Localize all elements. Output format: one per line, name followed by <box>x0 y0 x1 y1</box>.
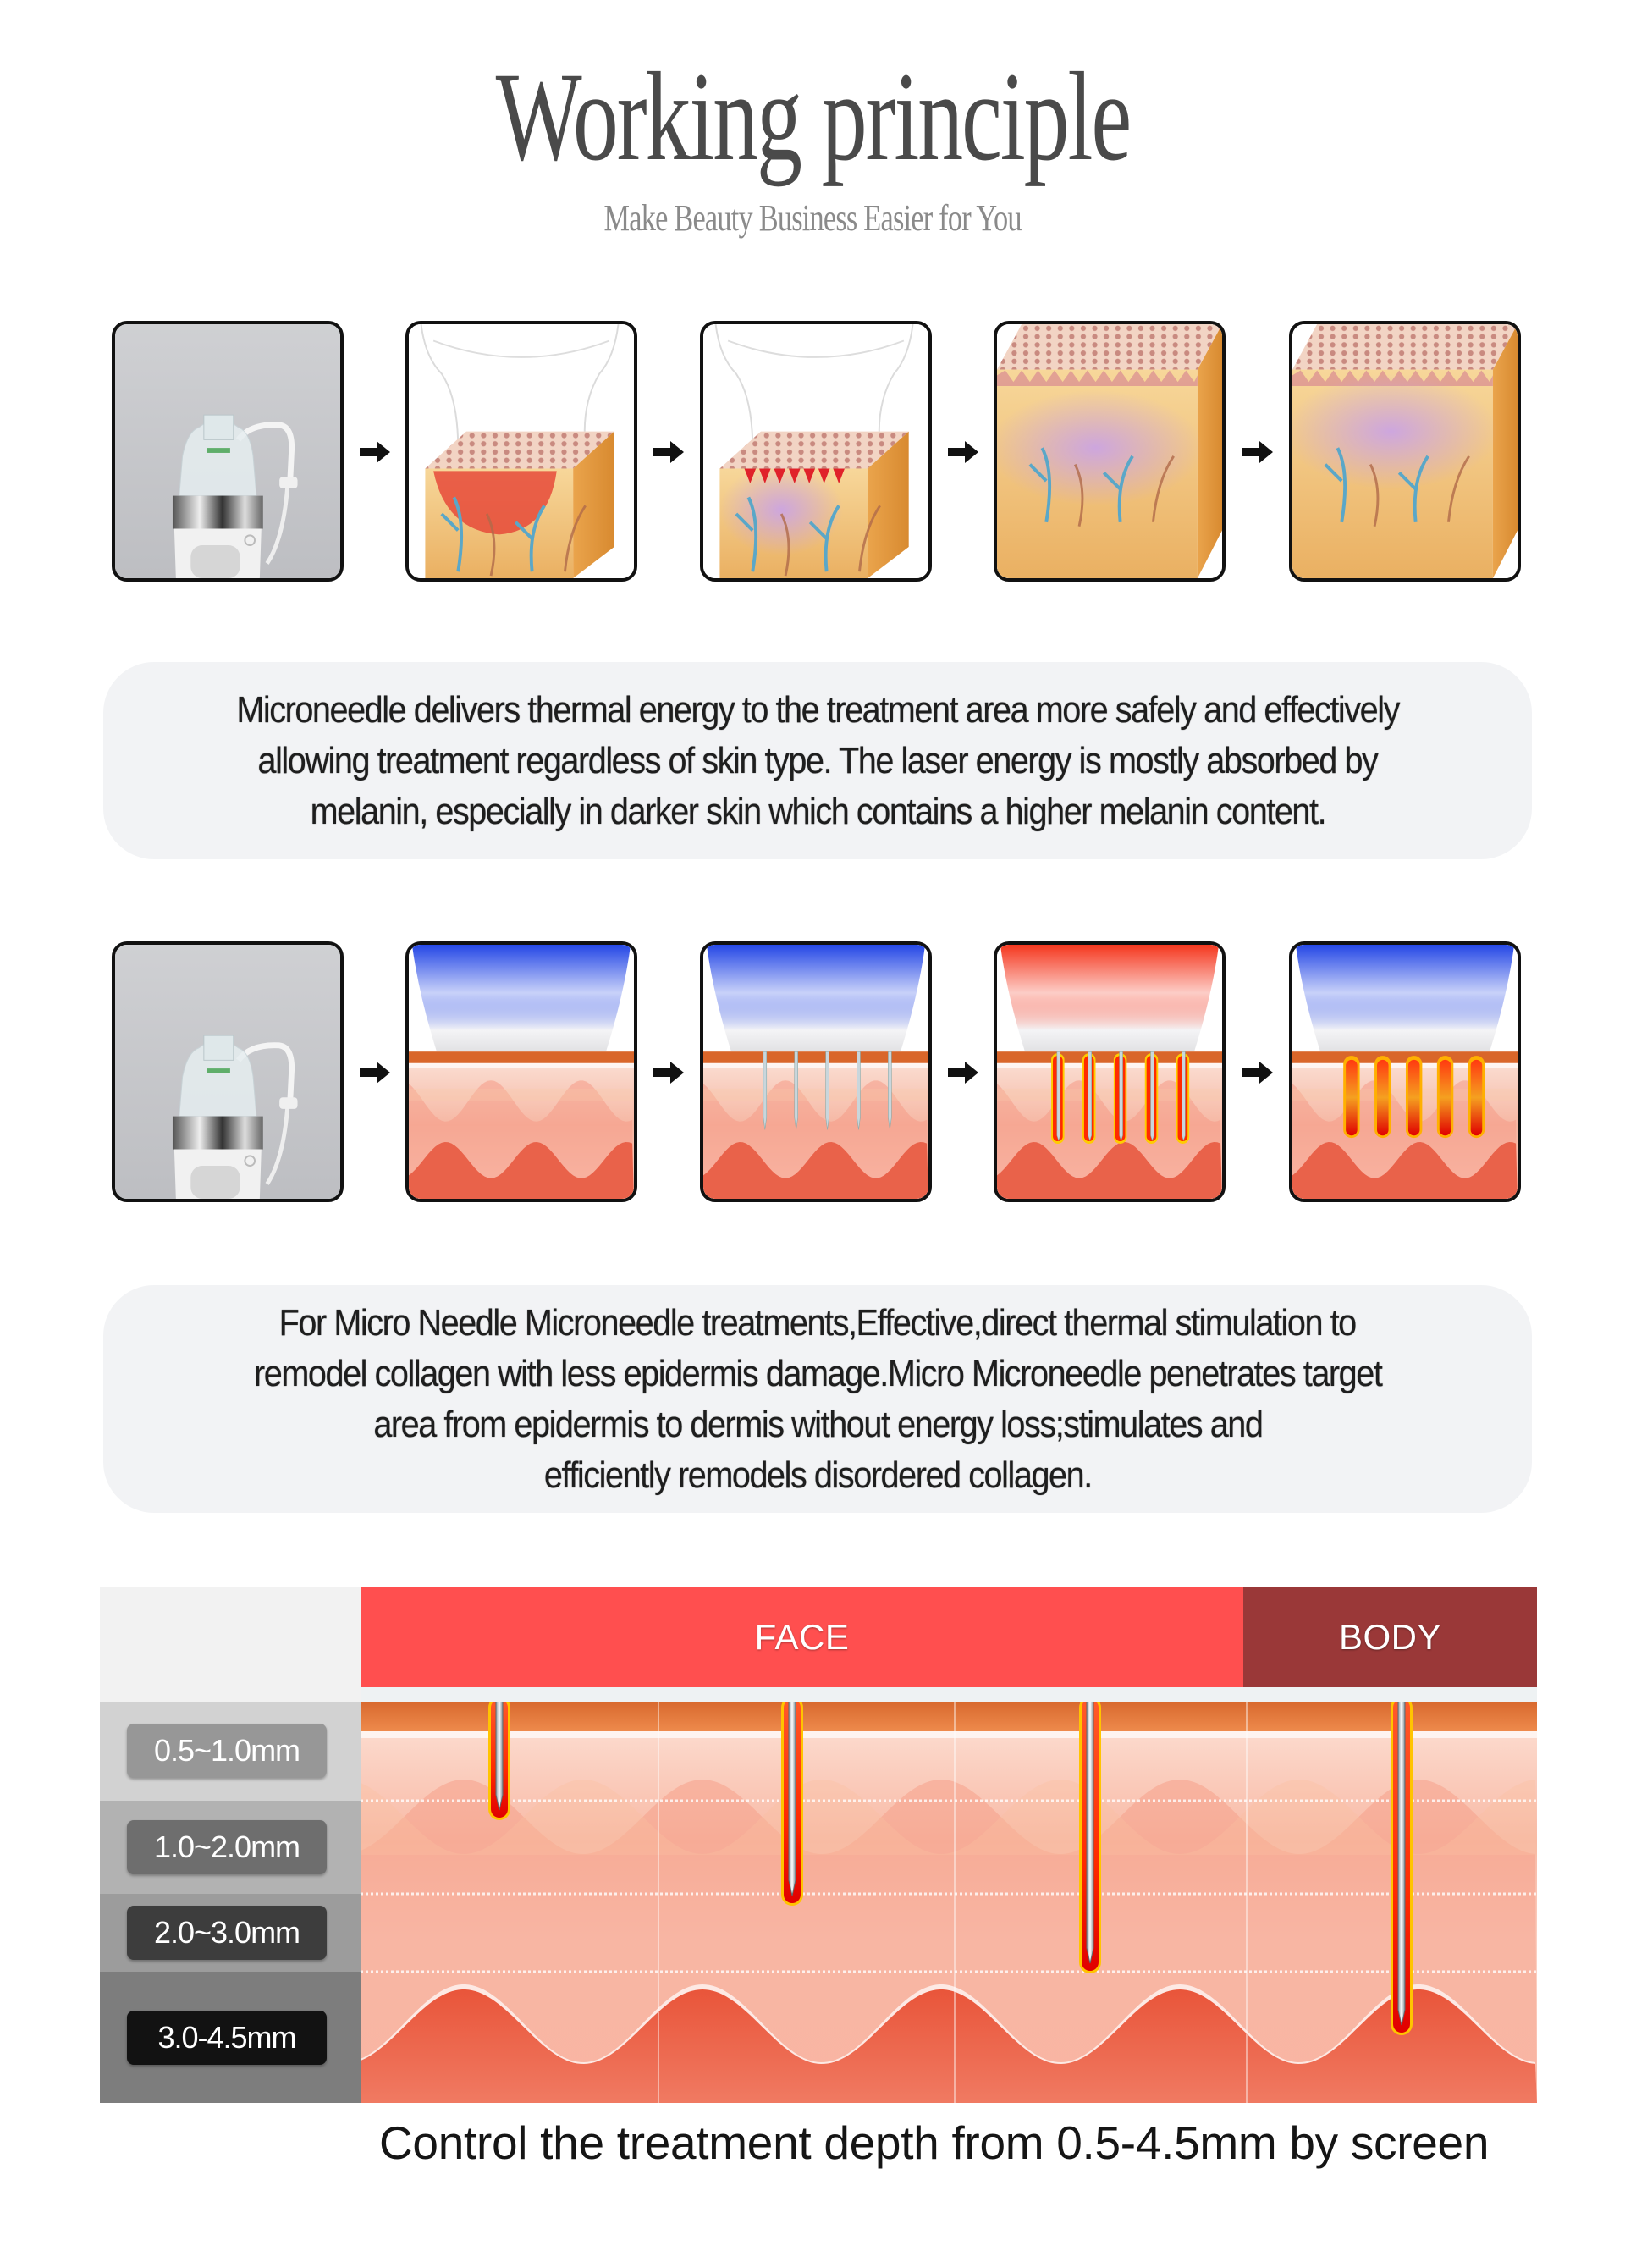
description-line: area from epidermis to dermis without en… <box>372 1403 1264 1445</box>
depth-label-2: 1.0~2.0mm <box>127 1820 327 1874</box>
depth-band-1: 0.5~1.0mm <box>100 1702 361 1801</box>
depth-legend-column: 0.5~1.0mm 1.0~2.0mm 2.0~3.0mm 3.0-4.5mm <box>100 1587 361 2103</box>
description-box-1: Microneedle delivers thermal energy to t… <box>103 662 1532 859</box>
needles-inserted-panel <box>700 941 932 1202</box>
arrow-right-icon <box>358 1060 392 1085</box>
arrow-right-icon <box>652 1060 686 1085</box>
needle <box>495 1702 504 1811</box>
needle <box>788 1702 796 1896</box>
arrow-right-icon <box>946 439 980 465</box>
arrow-right-icon <box>946 1060 980 1085</box>
epidermis-band <box>361 1702 1537 1731</box>
skin-depth-diagram <box>361 1702 1537 2103</box>
arrow-right-icon <box>358 439 392 465</box>
body-header: BODY <box>1243 1587 1537 1687</box>
device-photo-panel <box>112 941 344 1202</box>
description-line: efficiently remodels disordered collagen… <box>543 1454 1093 1496</box>
page-subtitle: Make Beauty Business Easier for You <box>0 196 1625 240</box>
needles-heating-panel <box>994 941 1226 1202</box>
thermal-columns-panel <box>1289 941 1521 1202</box>
description-box-2: For Micro Needle Microneedle treatments,… <box>103 1285 1532 1513</box>
needle <box>1397 1702 1406 2026</box>
arrow-right-icon <box>652 439 686 465</box>
depth-band-4: 3.0-4.5mm <box>100 1972 361 2103</box>
face-header: FACE <box>361 1587 1243 1687</box>
skin-heat-zone-panel <box>405 321 637 582</box>
depth-band-2: 1.0~2.0mm <box>100 1801 361 1894</box>
title-text: Working principle <box>495 47 1132 187</box>
skin-needle-penetration-panel <box>700 321 932 582</box>
depth-label-1: 0.5~1.0mm <box>127 1724 327 1778</box>
depth-label-4: 3.0-4.5mm <box>127 2011 327 2065</box>
skin-recovered-panel <box>1289 321 1521 582</box>
arrow-right-icon <box>1241 1060 1275 1085</box>
epidermis-highlight <box>361 1731 1537 1738</box>
upper-wave-highlight <box>361 1780 1537 1855</box>
depth-caption: Control the treatment depth from 0.5-4.5… <box>379 2116 1490 2169</box>
lower-wave-layer <box>361 1989 1537 2103</box>
description-line: Microneedle delivers thermal energy to t… <box>236 688 1400 731</box>
depth-band-3: 2.0~3.0mm <box>100 1894 361 1972</box>
description-line: melanin, especially in darker skin which… <box>310 790 1326 832</box>
needle <box>1086 1702 1094 1964</box>
handpiece-cool-panel <box>405 941 637 1202</box>
page-title: Working principle <box>0 49 1625 185</box>
device-photo-panel <box>112 321 344 582</box>
description-line: allowing treatment regardless of skin ty… <box>257 739 1379 781</box>
header-gap <box>361 1687 1537 1702</box>
skin-collagen-remodel-panel <box>994 321 1226 582</box>
arrow-right-icon <box>1241 439 1275 465</box>
legend-header-blank <box>100 1587 361 1702</box>
description-line: For Micro Needle Microneedle treatments,… <box>278 1301 1358 1344</box>
description-line: remodel collagen with less epidermis dam… <box>253 1352 1383 1394</box>
depth-label-3: 2.0~3.0mm <box>127 1906 327 1960</box>
subtitle-text: Make Beauty Business Easier for You <box>603 197 1022 239</box>
